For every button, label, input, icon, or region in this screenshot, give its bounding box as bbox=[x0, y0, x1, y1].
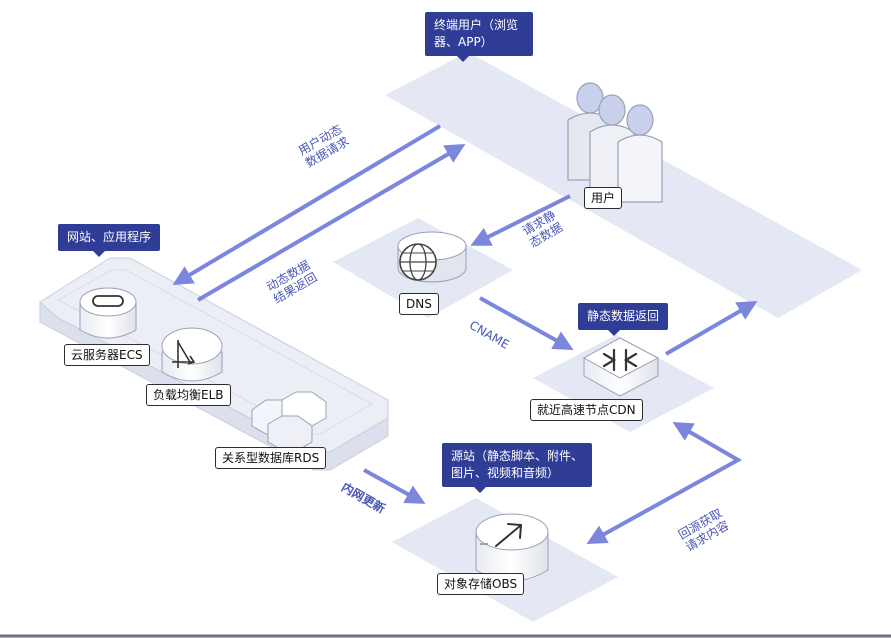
website-callout: 网站、应用程序 bbox=[58, 224, 161, 257]
globe-icon bbox=[397, 231, 467, 283]
obs-label: 对象存储OBS bbox=[437, 573, 525, 595]
cdn-node-icon bbox=[582, 337, 660, 397]
elb-label: 负载均衡ELB bbox=[146, 384, 231, 406]
arrow-origin-fetch bbox=[586, 421, 743, 544]
arrow-internal-update bbox=[363, 468, 426, 504]
origin-callout: 源站（静态脚本、附件、 图片、视频和音频） bbox=[442, 443, 593, 493]
static-return-callout: 静态数据返回 bbox=[578, 303, 669, 336]
database-icon bbox=[251, 391, 327, 451]
arrow-static-request bbox=[470, 194, 571, 246]
arrow-dynamic-result bbox=[196, 143, 466, 302]
end-user-callout: 终端用户（浏览 器、APP） bbox=[425, 12, 533, 62]
dns-label: DNS bbox=[399, 293, 439, 315]
ecs-label: 云服务器ECS bbox=[64, 344, 150, 366]
users-label: 用户 bbox=[584, 187, 623, 209]
cdn-label: 就近高速节点CDN bbox=[530, 399, 643, 421]
load-balancer-icon bbox=[161, 327, 223, 382]
server-icon bbox=[79, 287, 137, 339]
user-group-icon bbox=[567, 82, 663, 203]
storage-upload-icon bbox=[475, 513, 549, 582]
rds-label: 关系型数据库RDS bbox=[215, 447, 327, 469]
arrow-dynamic-request bbox=[172, 124, 442, 286]
arrow-cname bbox=[479, 296, 574, 350]
arrow-static-return bbox=[664, 300, 758, 356]
